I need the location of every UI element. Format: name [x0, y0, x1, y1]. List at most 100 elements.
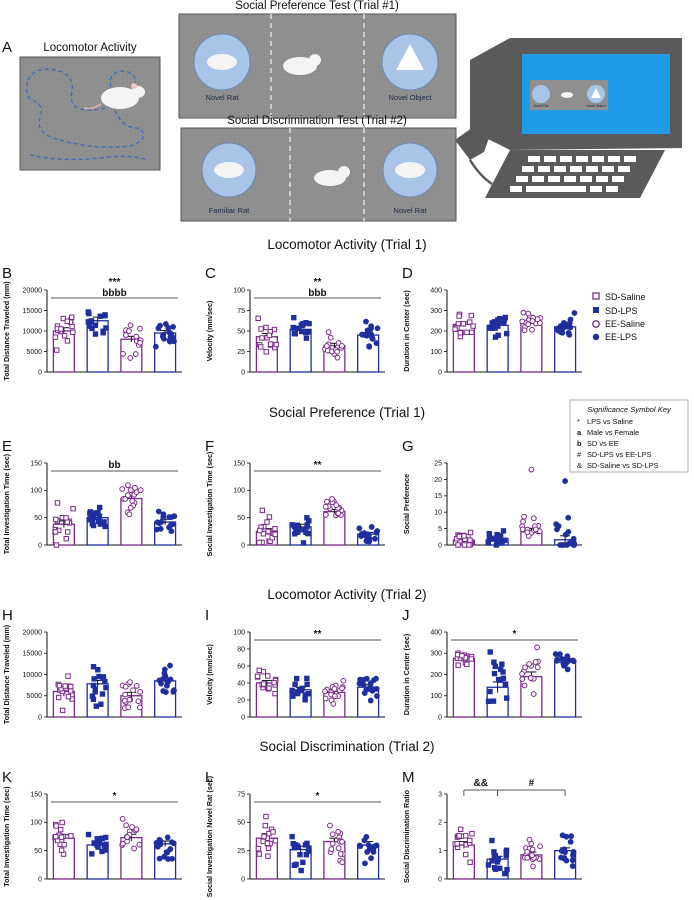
y-tick-label: 0: [241, 542, 245, 549]
panel-letter: G: [402, 438, 414, 455]
y-tick-label: 100: [233, 488, 245, 495]
data-point: [127, 322, 134, 329]
pref-right-label: Novel Object: [389, 93, 433, 102]
data-point: [160, 688, 167, 694]
data-point: [56, 682, 63, 689]
data-point: [267, 341, 274, 347]
data-point: [564, 323, 571, 330]
y-tick-label: 0: [438, 542, 442, 549]
data-point: [292, 531, 298, 537]
data-point: [255, 845, 262, 852]
data-point: [461, 542, 468, 548]
data-point: [299, 322, 305, 329]
data-point: [537, 843, 543, 850]
data-point: [266, 332, 273, 339]
panel-letter: I: [205, 607, 209, 624]
data-point: [265, 673, 271, 679]
legend-item-ee-saline: EE-Saline: [592, 319, 645, 329]
pref-left-label: Novel Rat: [206, 93, 240, 102]
data-point: [164, 849, 170, 856]
data-point: [491, 659, 497, 665]
data-point: [560, 660, 567, 667]
section-title-social-discrimination: Social Discrimination (Trial 2): [259, 739, 434, 754]
y-tick-label: 25: [237, 848, 245, 855]
data-point: [137, 325, 143, 332]
data-point: [457, 330, 464, 336]
data-point: [459, 653, 465, 659]
y-axis-label: Social Discrimination Ratio: [402, 789, 411, 883]
data-point: [289, 687, 295, 694]
data-point: [256, 851, 262, 857]
y-tick-label: 400: [430, 287, 442, 294]
data-point: [137, 688, 144, 695]
data-point: [331, 685, 338, 692]
data-point: [55, 694, 62, 701]
data-point: [99, 691, 106, 697]
data-point: [306, 518, 312, 524]
key-text: Male vs Female: [587, 428, 639, 437]
y-tick-label: 40: [237, 680, 245, 687]
data-point: [363, 686, 370, 693]
y-tick-label: 0: [38, 542, 42, 549]
key-symbol: #: [577, 450, 582, 459]
data-point: [557, 323, 564, 329]
data-point: [373, 842, 380, 849]
data-point: [570, 658, 577, 665]
data-point: [562, 478, 569, 484]
y-tick-label: 75: [237, 308, 245, 315]
data-point: [292, 681, 298, 687]
data-point: [102, 313, 108, 319]
data-point: [102, 523, 108, 530]
data-point: [53, 542, 60, 548]
data-point: [366, 328, 373, 334]
data-point: [366, 343, 373, 350]
rat-icon-novel-2: [395, 162, 425, 178]
data-point: [154, 843, 161, 850]
rat-icon-locomotor: [83, 83, 145, 110]
legend-item-ee-lps: EE-LPS: [592, 332, 637, 342]
data-point: [519, 676, 526, 682]
key-symbol: *: [577, 417, 580, 426]
data-point: [273, 341, 279, 348]
data-point: [371, 677, 377, 683]
data-point: [272, 531, 278, 538]
data-point: [65, 693, 72, 700]
data-point: [129, 824, 135, 830]
data-point: [372, 535, 378, 542]
data-point: [158, 680, 164, 687]
data-point: [263, 349, 269, 355]
data-point: [364, 849, 371, 855]
data-point: [338, 342, 345, 349]
data-point: [491, 849, 497, 855]
y-tick-label: 60: [237, 663, 245, 670]
data-point: [564, 666, 571, 673]
monitor-triangle-icon: [591, 88, 601, 98]
data-point: [532, 659, 539, 665]
data-point: [89, 521, 96, 527]
significance-annotation: bb: [108, 460, 120, 471]
data-point: [167, 662, 173, 669]
data-point: [64, 318, 71, 324]
data-point: [334, 354, 341, 361]
data-point: [329, 840, 336, 847]
data-point: [272, 690, 278, 697]
y-tick-label: 100: [30, 820, 42, 827]
data-point: [70, 505, 76, 512]
legend-item-sd-saline: SD-Saline: [592, 292, 646, 302]
data-point: [492, 334, 499, 340]
data-point: [95, 844, 101, 850]
data-point: [119, 486, 126, 492]
data-point: [333, 502, 340, 509]
data-point: [468, 312, 474, 319]
data-point: [467, 529, 474, 536]
significance-key: Significance Symbol Key * LPS vs Saline …: [569, 399, 689, 473]
locomotor-illustration-title: Locomotor Activity: [43, 42, 137, 54]
significance-annotation: *: [316, 791, 320, 802]
data-point: [368, 524, 375, 530]
y-tick-label: 5000: [26, 693, 42, 700]
data-point: [269, 535, 275, 541]
